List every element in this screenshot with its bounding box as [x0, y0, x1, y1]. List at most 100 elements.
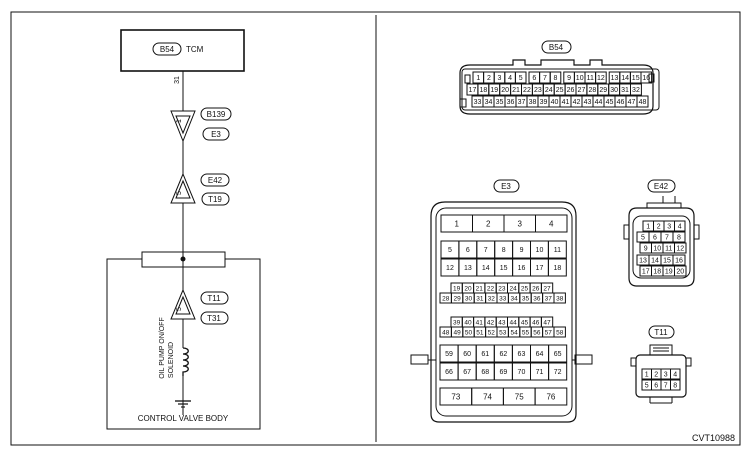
b54-pin-number: 29	[599, 87, 607, 94]
b54-pin-number: 3	[498, 75, 502, 82]
solenoid-label-2: SOLENOID	[168, 342, 175, 378]
b54-pin-number: 10	[576, 75, 584, 82]
e3-pin-number: 15	[500, 265, 508, 272]
b54-pin-number: 41	[562, 99, 570, 106]
svg-text:1: 1	[176, 119, 183, 123]
e42-pin-number: 17	[642, 269, 650, 276]
e3-pin-number: 58	[556, 329, 564, 336]
e3-pin-number: 49	[453, 329, 461, 336]
e42-pin-number: 10	[653, 246, 661, 253]
t11-pin-number: 4	[673, 372, 677, 379]
tcm-label: TCM	[186, 45, 204, 54]
e3-pin-number: 71	[536, 369, 544, 376]
e42-pin-number: 7	[665, 235, 669, 242]
t11-pin-cell	[670, 368, 681, 380]
e42-pin-number: 16	[675, 258, 683, 265]
b54-pin-number: 20	[501, 87, 509, 94]
e3-pin-number: 7	[484, 247, 488, 254]
e42-pin-number: 2	[657, 224, 661, 231]
e3-pin-number: 76	[546, 392, 555, 401]
b54-pin-number: 24	[545, 87, 553, 94]
b54-pin-number: 18	[479, 87, 487, 94]
t11-label: T11	[654, 328, 668, 337]
b54-pin-number: 39	[540, 99, 548, 106]
connector-e42-label: E42	[208, 176, 223, 185]
b54-label: B54	[549, 43, 564, 52]
e3-pin-number: 1	[455, 219, 460, 228]
connector-badge	[201, 192, 230, 206]
e3-pin-number: 12	[446, 265, 454, 272]
b54-pin-number: 34	[485, 99, 493, 106]
e3-label: E3	[501, 182, 511, 191]
e3-pin-number: 75	[515, 392, 524, 401]
b54-pin-number: 7	[543, 75, 547, 82]
b54-pin-number: 25	[556, 87, 564, 94]
b54-pin-number: 30	[610, 87, 618, 94]
e3-pin-number: 56	[533, 329, 541, 336]
e42-pin-number: 13	[639, 258, 647, 265]
e3-pin-number: 36	[533, 295, 541, 302]
e3-pin-number: 31	[476, 295, 484, 302]
e3-pin-number: 52	[488, 329, 496, 336]
e42-pin-number: 11	[665, 246, 672, 253]
e3-pin-number: 63	[518, 351, 526, 358]
b54-pin-number: 11	[587, 75, 594, 82]
e3-pin-number: 62	[499, 351, 507, 358]
b54-pin-number: 26	[567, 87, 575, 94]
b54-pin-number: 47	[628, 99, 636, 106]
connector-badge	[541, 40, 572, 54]
e42-pin-number: 18	[653, 269, 661, 276]
harness-connector-2: 5	[170, 172, 196, 204]
e3-pin-cell	[535, 214, 568, 233]
connector-badge	[202, 127, 230, 141]
e3-pin-number: 6	[466, 247, 470, 254]
b54-pin-number: 22	[523, 87, 531, 94]
t11-pin-cell	[670, 379, 681, 391]
e3-pin-number: 5	[448, 247, 452, 254]
e3-pin-number: 30	[465, 295, 473, 302]
t11-pin-number: 1	[645, 372, 649, 379]
e3-pin-number: 35	[522, 295, 530, 302]
t11-pin-number: 2	[654, 372, 658, 379]
b54-pin-number: 40	[551, 99, 559, 106]
b54-pin-number: 45	[606, 99, 614, 106]
b54-pin-number: 31	[621, 87, 629, 94]
e42-label: E42	[654, 182, 669, 191]
e3-pin-number: 39	[453, 319, 461, 326]
e3-pin-cell	[553, 292, 566, 304]
e42-pin-cell	[674, 220, 686, 232]
e3-pin-number: 50	[465, 329, 473, 336]
e42-pin-cell	[674, 242, 687, 254]
connector-e3-label: E3	[211, 130, 221, 139]
e3-pin-number: 67	[463, 369, 471, 376]
b54-pin-number: 4	[508, 75, 512, 82]
e3-pin-number: 18	[553, 265, 561, 272]
e3-pin-number: 22	[487, 285, 495, 292]
tcm-connector-label: B54	[160, 45, 175, 54]
b54-pin-number: 43	[584, 99, 592, 106]
t11-pin-number: 5	[645, 383, 649, 390]
b54-pin-number: 14	[621, 75, 629, 82]
b54-pin-number: 46	[617, 99, 625, 106]
figure-code: CVT10988	[692, 433, 735, 443]
e3-pin-number: 9	[520, 247, 524, 254]
e3-pin-cell	[547, 240, 567, 259]
b54-pin-cell	[636, 95, 649, 108]
b54-pin-number: 19	[490, 87, 498, 94]
b54-pin-number: 38	[529, 99, 537, 106]
t11-pin-number: 8	[673, 383, 677, 390]
tcm-pin-number: 31	[174, 76, 181, 84]
connector-b139-label: B139	[207, 110, 226, 119]
e3-pin-number: 60	[463, 351, 471, 358]
e3-pin-number: 59	[445, 351, 453, 358]
solenoid-label-1: OIL PUMP ON/OFF	[159, 317, 166, 378]
t11-pin-number: 7	[664, 383, 668, 390]
e3-pin-number: 20	[464, 285, 472, 292]
e42-pin-cell	[672, 254, 686, 266]
t11-pin-number: 6	[654, 383, 658, 390]
e42-pin-number: 14	[651, 258, 659, 265]
e3-pin-number: 8	[502, 247, 506, 254]
b54-pin-number: 33	[474, 99, 482, 106]
control-valve-body-label: CONTROL VALVE BODY	[138, 414, 229, 423]
